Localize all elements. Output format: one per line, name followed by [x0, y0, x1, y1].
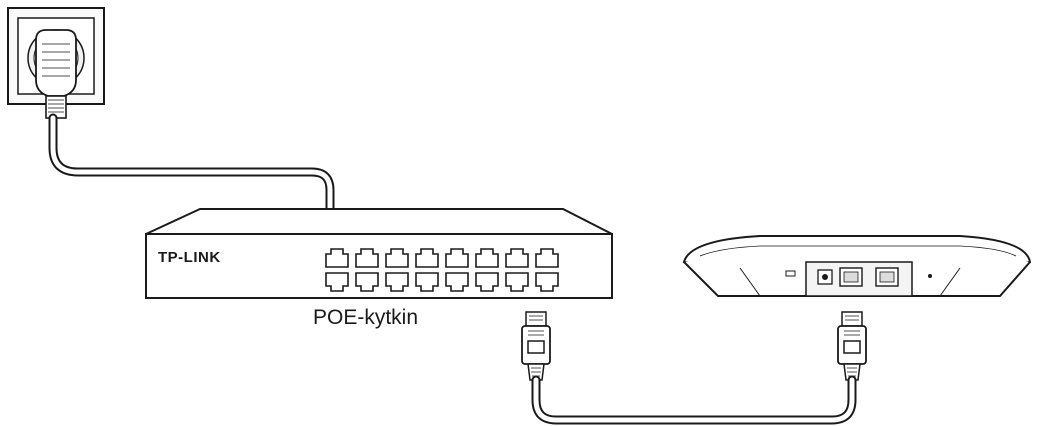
switch-port-10	[355, 272, 379, 292]
rj45-plug-ap	[837, 311, 867, 381]
reset-button-icon	[785, 270, 796, 277]
switch-port-1	[325, 248, 349, 268]
switch-port-16	[535, 272, 559, 292]
switch-port-15	[505, 272, 529, 292]
access-point	[682, 235, 1032, 297]
rj45-plug-switch	[521, 311, 551, 381]
switch-port-4	[415, 248, 439, 268]
switch-port-6	[475, 248, 499, 268]
switch-port-5	[445, 248, 469, 268]
switch-port-12	[415, 272, 439, 292]
switch-port-11	[385, 272, 409, 292]
switch-caption: POE-kytkin	[313, 306, 419, 329]
ap-ethernet-port-1	[839, 267, 863, 287]
switch-port-2	[355, 248, 379, 268]
switch-port-3	[385, 248, 409, 268]
switch-port-7	[505, 248, 529, 268]
switch-port-8	[535, 248, 559, 268]
poe-switch: TP-LINK	[145, 208, 613, 299]
switch-port-9	[325, 272, 349, 292]
switch-brand-label: TP-LINK	[158, 249, 221, 266]
ap-ethernet-port-2	[875, 267, 899, 287]
port-grid	[325, 248, 559, 292]
led-indicator-icon	[928, 274, 932, 278]
power-cable	[48, 113, 335, 217]
switch-port-14	[475, 272, 499, 292]
ethernet-cable	[531, 375, 857, 425]
switch-port-13	[445, 272, 469, 292]
